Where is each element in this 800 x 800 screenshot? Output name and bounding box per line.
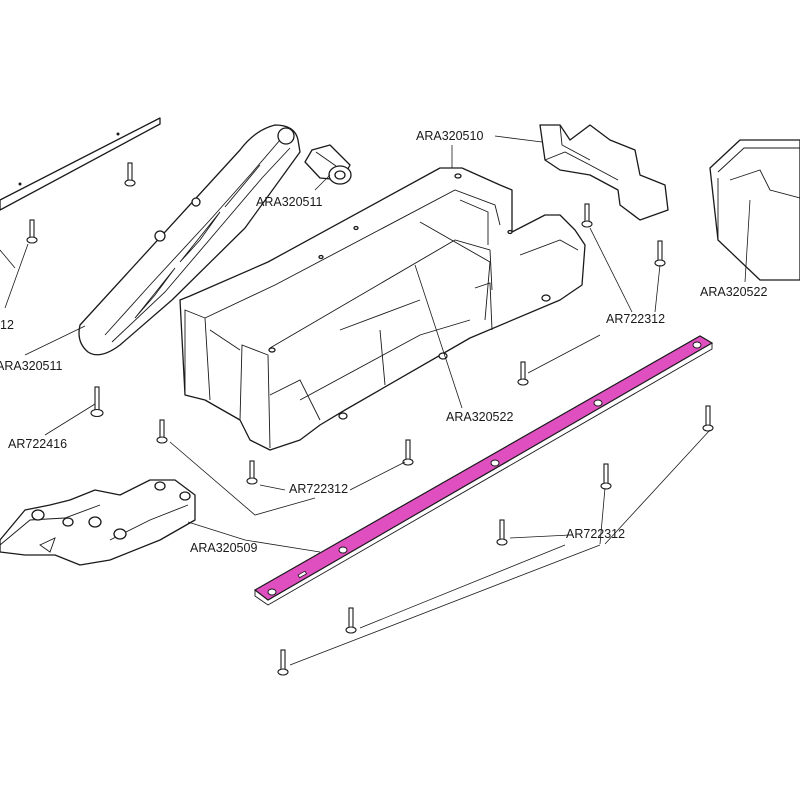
callout-ara320510: ARA320510 xyxy=(416,129,483,143)
screw-8 xyxy=(402,439,414,466)
screw-7 xyxy=(156,419,168,444)
screw-5 xyxy=(654,240,666,267)
screw-4 xyxy=(581,203,593,228)
callout-ara320509: ARA320509 xyxy=(190,541,257,555)
screw-10 xyxy=(702,405,714,432)
callout-ar722416: AR722416 xyxy=(8,437,67,451)
screw-11 xyxy=(600,463,612,490)
callout-12-partial: 12 xyxy=(0,318,14,332)
screw-13 xyxy=(345,607,357,634)
screw-1 xyxy=(124,162,136,187)
leader-lines xyxy=(0,135,751,666)
screw-12 xyxy=(496,519,508,546)
callout-ar722312-right: AR722312 xyxy=(606,312,665,326)
chassis-plate-edge xyxy=(0,117,161,211)
callout-ara320522-right: ARA320522 xyxy=(700,285,767,299)
callout-ara320511-left: ARA320511 xyxy=(0,359,63,373)
battery-tray-part xyxy=(179,167,586,451)
screw-3 xyxy=(90,386,104,418)
bushing-part xyxy=(304,144,352,185)
screws xyxy=(26,162,714,676)
callout-ar722312-bottom: AR722312 xyxy=(566,527,625,541)
long-arm-part xyxy=(78,124,301,356)
highlighted-strip-part xyxy=(253,335,714,606)
callout-ar722312-center: AR722312 xyxy=(289,482,348,496)
callout-ara320511-top: ARA320511 xyxy=(256,195,323,209)
screw-9 xyxy=(246,460,258,485)
top-mount-part xyxy=(539,124,669,221)
callout-ara320522-center: ARA320522 xyxy=(446,410,513,424)
callout-labels: ARA320510 ARA320511 12 ARA320511 AR72241… xyxy=(0,129,767,555)
bottom-mount-part xyxy=(0,479,196,566)
screw-14 xyxy=(277,649,289,676)
screw-6 xyxy=(517,361,529,386)
screw-2 xyxy=(26,219,38,244)
right-strap-part xyxy=(709,139,800,281)
